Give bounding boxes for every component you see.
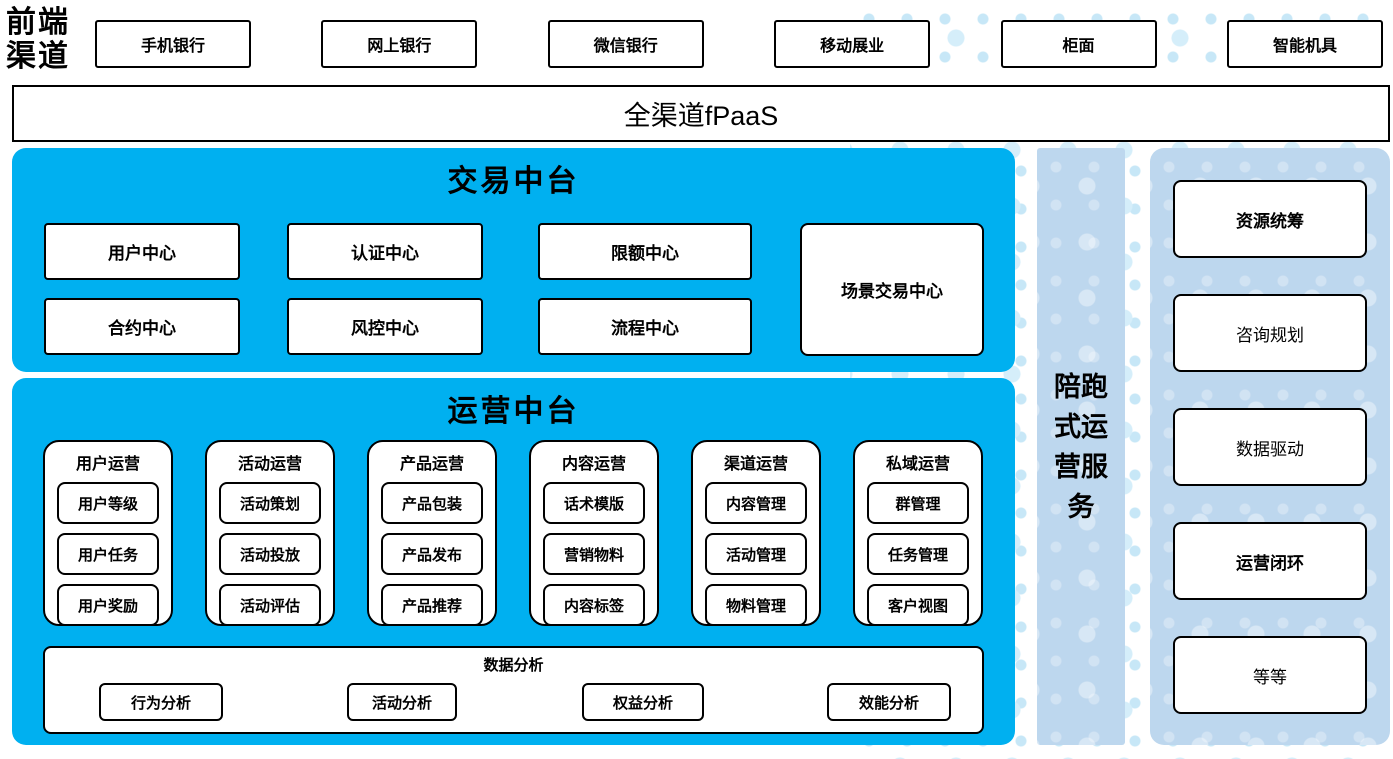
channel-box-smart-devices: 智能机具 [1226, 20, 1383, 68]
trade-box-user-center: 用户中心 [44, 223, 240, 280]
ops-item: 活动评估 [219, 584, 321, 626]
ops-item: 任务管理 [867, 533, 969, 575]
front-channels-label-line1: 前端 [6, 6, 70, 39]
trade-box-process-center: 流程中心 [538, 298, 752, 355]
ops-item: 客户视图 [867, 584, 969, 626]
front-channels-label: 前端 渠道 [6, 6, 92, 74]
ops-group-header: 渠道运营 [723, 456, 788, 473]
trade-box-limit-center: 限额中心 [538, 223, 752, 280]
ops-item: 物料管理 [705, 584, 807, 626]
trade-platform-panel: 交易中台 用户中心 认证中心 限额中心 合约中心 风控中心 流程中心 场景交易中… [12, 148, 1015, 372]
ops-group-channel: 渠道运营 内容管理 活动管理 物料管理 [691, 440, 821, 626]
channel-box-mobile-marketing: 移动展业 [774, 20, 931, 68]
analysis-box-activity: 活动分析 [347, 683, 457, 721]
ops-item: 产品发布 [381, 533, 483, 575]
data-analysis-container: 数据分析 行为分析 活动分析 权益分析 效能分析 [43, 646, 984, 734]
data-analysis-title: 数据分析 [483, 657, 544, 674]
ops-groups-row: 用户运营 用户等级 用户任务 用户奖励 活动运营 活动策划 活动投放 活动评估 … [43, 440, 983, 626]
ops-item: 活动投放 [219, 533, 321, 575]
ops-item: 话术模版 [543, 482, 645, 524]
ops-group-private-domain: 私域运营 群管理 任务管理 客户视图 [853, 440, 983, 626]
ops-group-activity: 活动运营 活动策划 活动投放 活动评估 [205, 440, 335, 626]
ops-group-header: 活动运营 [237, 456, 302, 473]
front-channels-label-line2: 渠道 [6, 40, 70, 73]
ops-group-header: 私域运营 [885, 456, 950, 473]
service-box-consulting: 咨询规划 [1173, 294, 1367, 372]
ops-item: 群管理 [867, 482, 969, 524]
channel-box-mobile-banking: 手机银行 [95, 20, 251, 68]
ops-platform-title: 运营中台 [447, 395, 580, 428]
service-box-resource-planning: 资源统筹 [1173, 180, 1367, 258]
ops-group-content: 内容运营 话术模版 营销物料 内容标签 [529, 440, 659, 626]
channel-box-wechat-banking: 微信银行 [547, 20, 704, 68]
trade-platform-title: 交易中台 [447, 165, 580, 198]
analysis-box-behavior: 行为分析 [99, 683, 223, 721]
trade-box-risk-center: 风控中心 [287, 298, 483, 355]
trade-box-contract-center: 合约中心 [44, 298, 240, 355]
ops-item: 用户奖励 [57, 584, 159, 626]
ops-item: 产品推荐 [381, 584, 483, 626]
ops-item: 活动策划 [219, 482, 321, 524]
service-box-data-driven: 数据驱动 [1173, 408, 1367, 486]
runner-service-bar: 陪跑式运营服务 [1037, 148, 1125, 745]
trade-box-scene-trade-center: 场景交易中心 [800, 223, 984, 356]
fpaas-label: 全渠道fPaaS [623, 101, 779, 131]
ops-platform-panel: 运营中台 用户运营 用户等级 用户任务 用户奖励 活动运营 活动策划 活动投放 … [12, 378, 1015, 745]
ops-group-header: 产品运营 [399, 456, 464, 473]
ops-item: 用户任务 [57, 533, 159, 575]
fpaas-bar: 全渠道fPaaS [12, 85, 1390, 142]
ops-group-user: 用户运营 用户等级 用户任务 用户奖励 [43, 440, 173, 626]
ops-group-product: 产品运营 产品包装 产品发布 产品推荐 [367, 440, 497, 626]
front-channel-row: 手机银行 网上银行 微信银行 移动展业 柜面 智能机具 [95, 20, 1383, 68]
ops-group-header: 用户运营 [75, 456, 140, 473]
ops-item: 内容标签 [543, 584, 645, 626]
ops-item: 营销物料 [543, 533, 645, 575]
runner-service-label: 陪跑式运营服务 [1054, 371, 1108, 522]
ops-item: 内容管理 [705, 482, 807, 524]
ops-item: 产品包装 [381, 482, 483, 524]
channel-box-counter: 柜面 [1000, 20, 1157, 68]
ops-item: 用户等级 [57, 482, 159, 524]
channel-box-online-banking: 网上银行 [321, 20, 478, 68]
ops-group-header: 内容运营 [561, 456, 626, 473]
trade-box-auth-center: 认证中心 [287, 223, 483, 280]
right-service-panel: 资源统筹 咨询规划 数据驱动 运营闭环 等等 [1150, 148, 1390, 745]
service-box-ops-loop: 运营闭环 [1173, 522, 1367, 600]
ops-item: 活动管理 [705, 533, 807, 575]
analysis-box-efficiency: 效能分析 [827, 683, 951, 721]
analysis-box-rights: 权益分析 [582, 683, 704, 721]
service-box-etc: 等等 [1173, 636, 1367, 714]
